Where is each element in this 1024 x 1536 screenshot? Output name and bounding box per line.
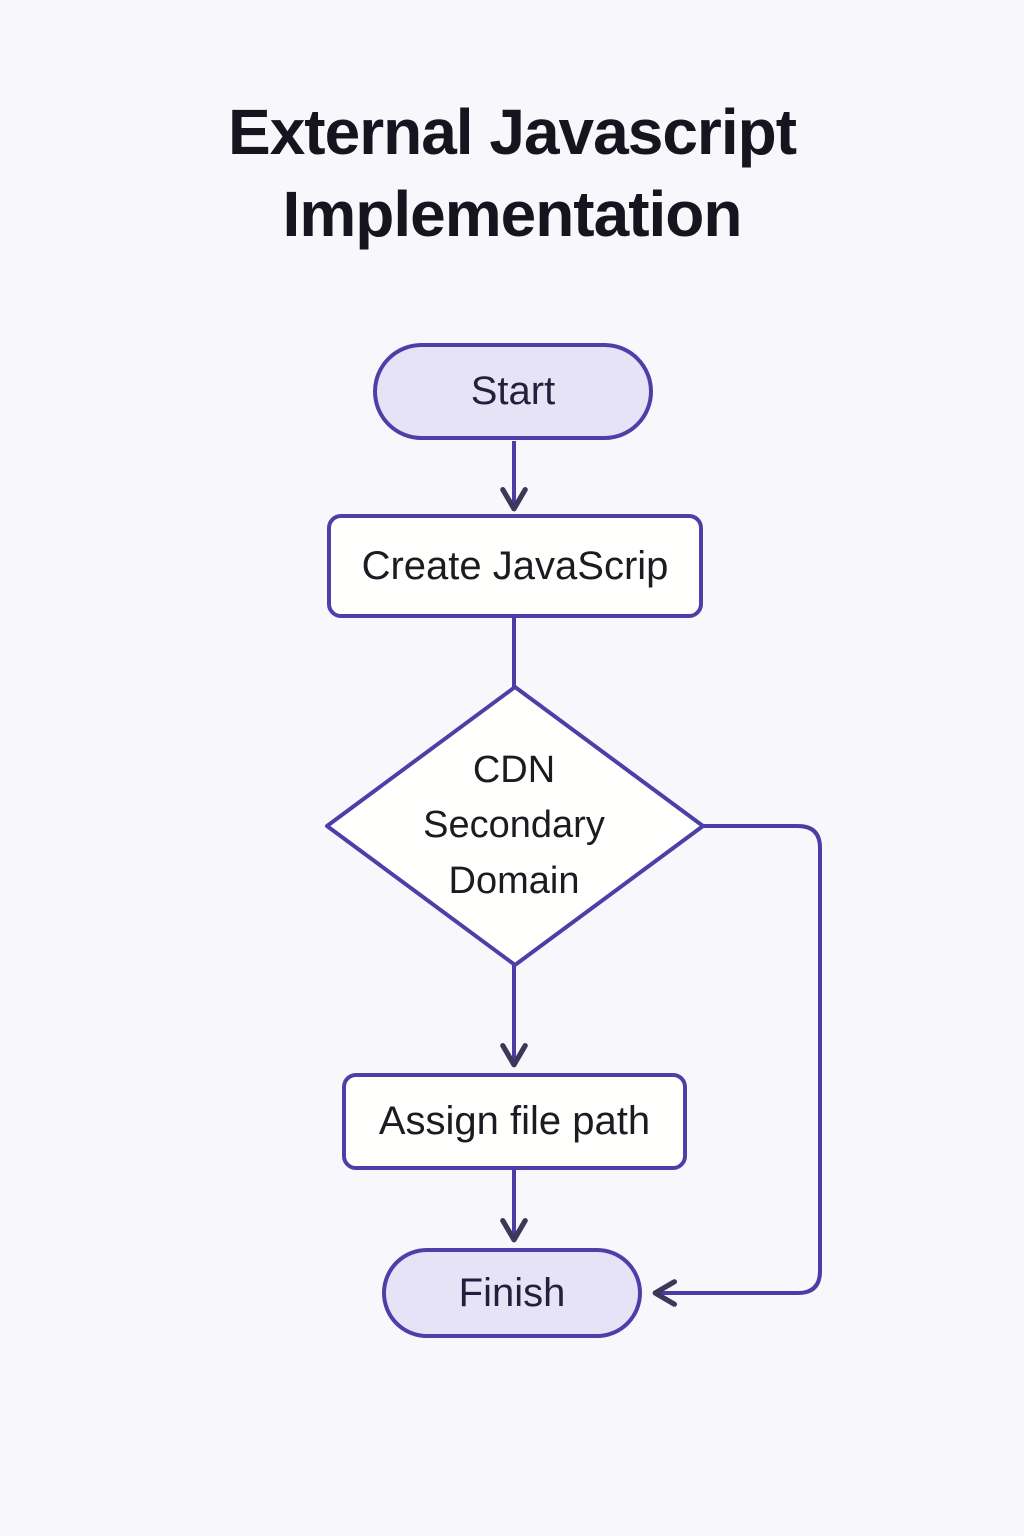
node-create-javascript-file: Create JavaScrip [327,514,703,618]
node-create-label: Create JavaScrip [361,543,669,588]
node-assign-label: Assign file path [378,1099,651,1143]
connector-decision-bypass-to-finish [652,824,822,1307]
node-decision-label: CDN Secondary Domain [423,749,605,902]
diagram-title: External Javascript Implementation [228,96,797,250]
node-finish: Finish [382,1248,642,1338]
node-assign-file-path: Assign file path [342,1073,687,1170]
node-finish-label: Finish [458,1270,566,1315]
node-cdn-secondary-domain: CDN Secondary Domain [399,748,629,904]
node-start: Start [373,343,653,440]
node-start-label: Start [470,369,556,413]
